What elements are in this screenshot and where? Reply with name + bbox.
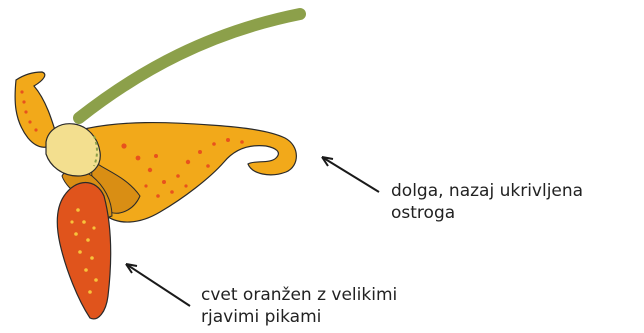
arrow-to-lip xyxy=(126,264,190,306)
flower-color-label-line-1: cvet oranžen z velikimi xyxy=(201,284,397,306)
spur-label: dolga, nazaj ukrivljena ostroga xyxy=(391,180,583,224)
spur-label-line-2: ostroga xyxy=(391,202,583,224)
flower-stem xyxy=(79,14,300,118)
flower-color-label-line-2: rjavimi pikami xyxy=(201,306,397,328)
spur-label-line-1: dolga, nazaj ukrivljena xyxy=(391,180,583,202)
arrow-to-spur xyxy=(322,157,379,192)
flower-color-label: cvet oranžen z velikimi rjavimi pikami xyxy=(201,284,397,328)
orange-lip xyxy=(57,183,110,319)
